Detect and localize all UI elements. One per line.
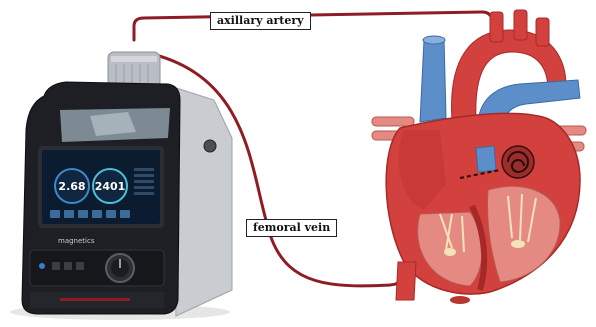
panel-button-3[interactable] [76, 262, 84, 270]
cannula-spiral [502, 146, 534, 178]
label-axillary-artery: axillary artery [210, 12, 311, 30]
left-ventricle [488, 186, 561, 282]
heart-illustration [372, 10, 586, 304]
panel-button-2[interactable] [64, 262, 72, 270]
gauge-right-value: 2401 [95, 180, 126, 193]
side-connector-port [204, 140, 216, 152]
gauge-left-value: 2.68 [58, 180, 85, 193]
panel-button-1[interactable] [52, 262, 60, 270]
inferior-vena-cava [396, 262, 416, 300]
brand-logo: magnetics [58, 237, 95, 245]
pump-device: 2.68 2401 magnetics [10, 52, 232, 320]
power-button-icon[interactable] [39, 263, 45, 269]
superior-vena-cava [420, 38, 446, 122]
control-panel [30, 250, 164, 286]
label-femoral-vein: femoral vein [246, 219, 337, 237]
